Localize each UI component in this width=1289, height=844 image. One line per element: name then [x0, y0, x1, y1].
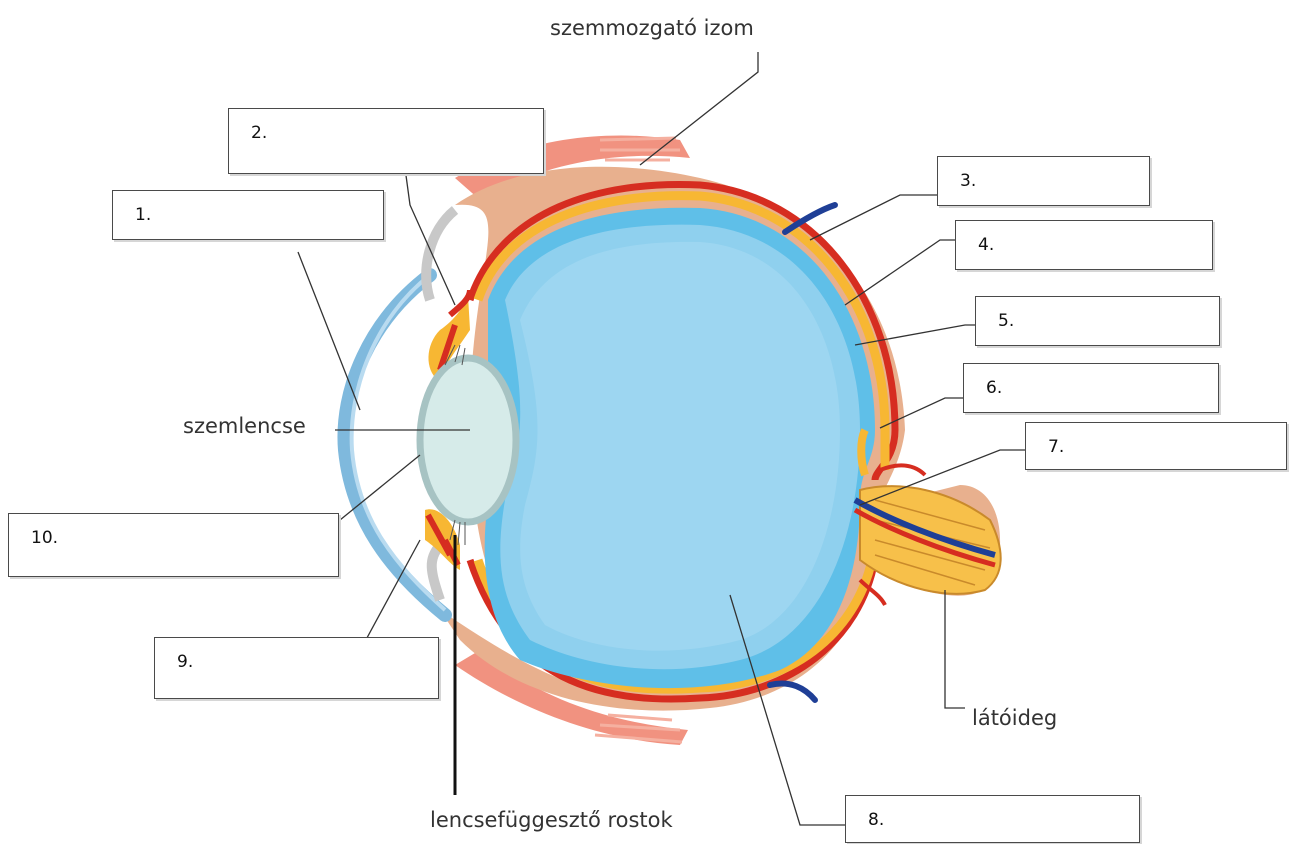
answer-number: 7. [1048, 437, 1064, 457]
answer-number: 1. [135, 205, 151, 225]
label-eye-muscle: szemmozgató izom [550, 16, 754, 40]
conjunctiva-lower [432, 545, 440, 600]
answer-box-5[interactable]: 5. [975, 296, 1220, 346]
answer-box-9[interactable]: 9. [154, 637, 439, 699]
leader-nerve [945, 590, 965, 708]
answer-box-2[interactable]: 2. [228, 108, 544, 174]
answer-box-3[interactable]: 3. [937, 156, 1150, 206]
answer-number: 4. [978, 235, 994, 255]
answer-number: 5. [998, 311, 1014, 331]
answer-number: 10. [31, 528, 58, 548]
answer-box-1[interactable]: 1. [112, 190, 384, 240]
lens-shape [420, 358, 516, 522]
answer-number: 2. [251, 123, 267, 143]
label-optic-nerve: látóideg [972, 706, 1057, 730]
vitreous-inner [520, 242, 840, 651]
answer-number: 3. [960, 171, 976, 191]
conjunctiva-upper [426, 210, 455, 300]
answer-box-8[interactable]: 8. [845, 795, 1140, 843]
leader-1 [298, 252, 360, 410]
label-lens: szemlencse [183, 414, 306, 438]
answer-number: 8. [868, 810, 884, 830]
answer-box-10[interactable]: 10. [8, 513, 339, 577]
answer-number: 9. [177, 652, 193, 672]
leader-3 [810, 195, 940, 240]
vein-bottom [770, 683, 815, 700]
label-zonular-fibers: lencsefüggesztő rostok [430, 808, 673, 832]
fovea [861, 430, 865, 475]
answer-box-6[interactable]: 6. [963, 363, 1219, 413]
answer-number: 6. [986, 378, 1002, 398]
answer-box-4[interactable]: 4. [955, 220, 1213, 270]
answer-box-7[interactable]: 7. [1025, 422, 1287, 470]
